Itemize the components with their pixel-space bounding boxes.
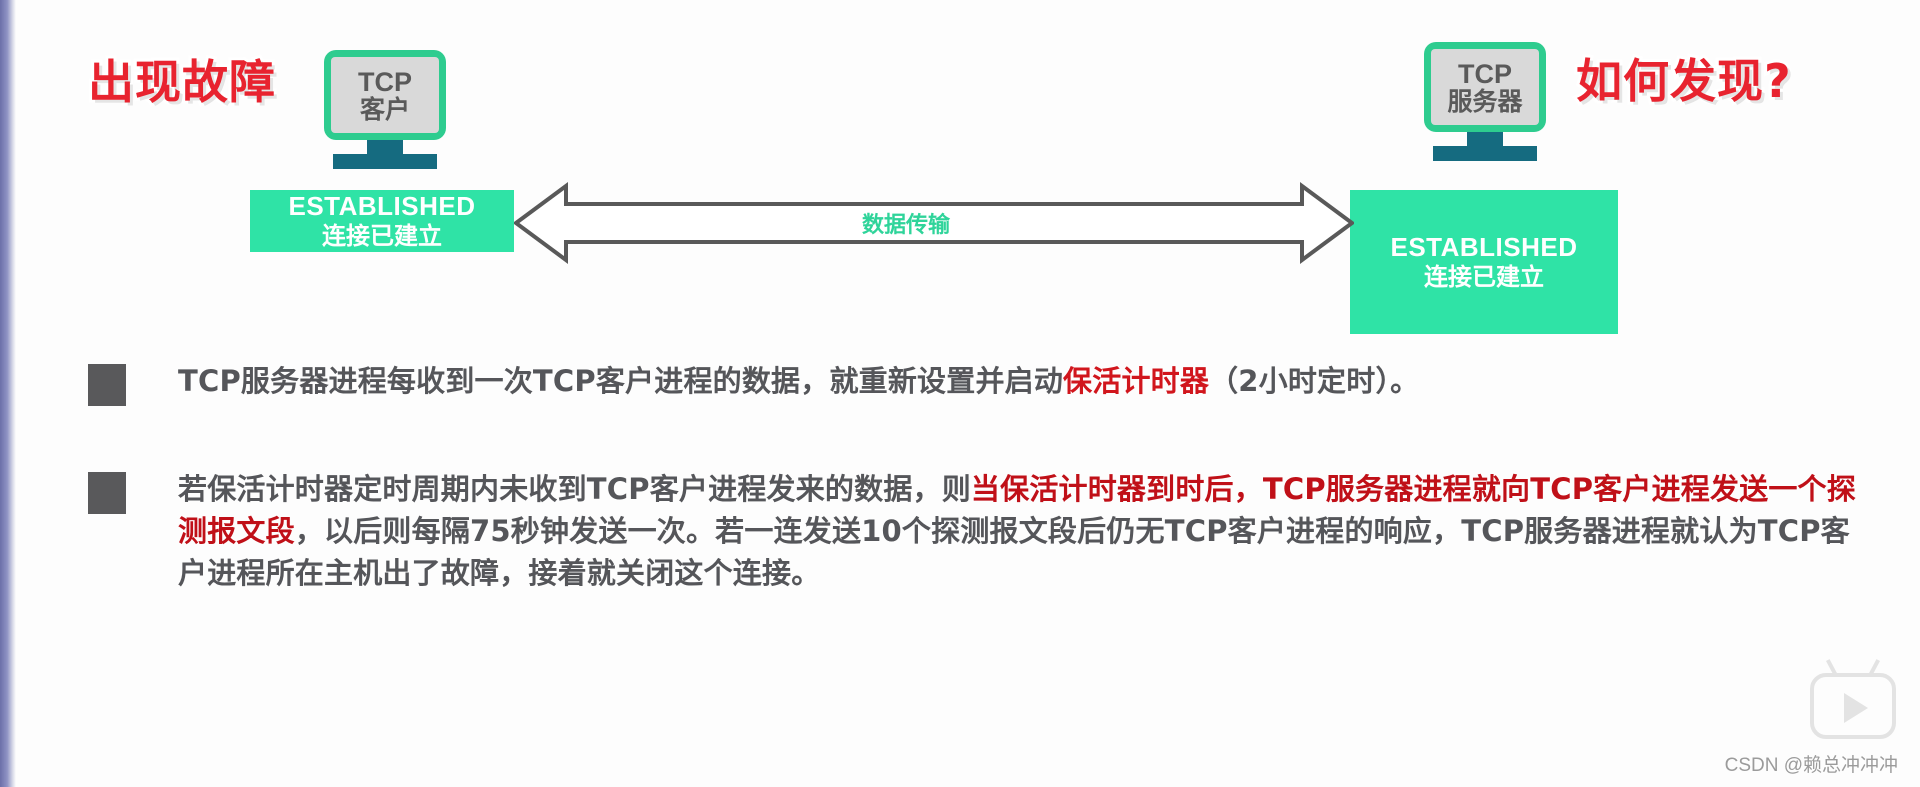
callout-failure-occurred: 出现故障 xyxy=(85,46,278,112)
bullet-list: TCP服务器进程每收到一次TCP客户进程的数据，就重新设置并启动保活计时器（2小… xyxy=(0,360,1920,594)
server-monitor-screen: TCP 服务器 xyxy=(1431,49,1539,125)
client-monitor-icon: TCP 客户 xyxy=(324,50,446,140)
client-label-line2: 客户 xyxy=(359,94,410,124)
data-transfer-arrow-label: 数据传输 xyxy=(860,211,952,240)
csdn-watermark-text: CSDN @赖总冲冲冲 xyxy=(1724,755,1898,776)
logo-antenna-left xyxy=(1826,659,1838,677)
server-state-cn: 连接已建立 xyxy=(1424,263,1544,292)
data-transfer-arrow: 数据传输 xyxy=(512,178,1356,273)
tcp-server-computer-icon: TCP 服务器 xyxy=(1424,42,1546,161)
callout-failure-occurred-label: 出现故障 xyxy=(85,52,278,112)
client-state-box-established: ESTABLISHED 连接已建立 xyxy=(250,190,514,252)
bullet-item-2: 若保活计时器定时周期内未收到TCP客户进程发来的数据，则当保活计时器到时后，TC… xyxy=(0,468,1920,594)
bullet-2-part-2-highlight: 当保活计时器到时后，TCP服务器进程就向TCP客户进程发送一个探测报文段 xyxy=(178,472,1856,549)
server-label-line1: TCP xyxy=(1458,58,1512,89)
bullet-1-part-2-highlight: 保活计时器 xyxy=(1063,364,1210,398)
bullet-marker-square xyxy=(88,472,126,514)
bilibili-tv-logo-icon xyxy=(1810,659,1896,739)
bullet-1-part-1: TCP服务器进程每收到一次TCP客户进程的数据，就重新设置并启动 xyxy=(178,364,1064,398)
callout-how-to-detect: 如何发现? xyxy=(1573,45,1794,111)
client-state-en: ESTABLISHED xyxy=(288,191,476,221)
server-label-line2: 服务器 xyxy=(1447,86,1523,116)
server-monitor-neck xyxy=(1467,132,1503,146)
logo-antenna-right xyxy=(1868,659,1880,677)
bullet-2-text: 若保活计时器定时周期内未收到TCP客户进程发来的数据，则当保活计时器到时后，TC… xyxy=(178,468,1860,594)
server-monitor-base xyxy=(1433,146,1537,161)
server-state-en: ESTABLISHED xyxy=(1390,232,1578,262)
client-monitor-neck xyxy=(367,140,403,154)
left-edge-strip xyxy=(0,0,16,787)
bullet-2-part-1: 若保活计时器定时周期内未收到TCP客户进程发来的数据，则 xyxy=(178,472,971,506)
client-label-line1: TCP xyxy=(358,66,412,97)
server-monitor-icon: TCP 服务器 xyxy=(1424,42,1546,132)
client-monitor-base xyxy=(333,154,437,169)
bullet-item-1: TCP服务器进程每收到一次TCP客户进程的数据，就重新设置并启动保活计时器（2小… xyxy=(0,360,1920,406)
server-state-box-established: ESTABLISHED 连接已建立 xyxy=(1350,190,1618,334)
client-monitor-screen: TCP 客户 xyxy=(331,57,439,133)
callout-how-to-detect-label: 如何发现? xyxy=(1573,51,1794,111)
double-headed-arrow-icon xyxy=(512,182,1356,264)
play-triangle-icon xyxy=(1844,693,1868,723)
bullet-2-part-3: ，以后则每隔75秒钟发送一次。若一连发送10个探测报文段后仍无TCP客户进程的响… xyxy=(178,514,1850,591)
tcp-client-computer-icon: TCP 客户 xyxy=(324,50,446,169)
tcp-keepalive-diagram: 出现故障 如何发现? TCP 客户 TCP 服务器 xyxy=(0,0,1920,350)
bullet-1-part-3: （2小时定时）。 xyxy=(1209,364,1420,398)
bullet-1-text: TCP服务器进程每收到一次TCP客户进程的数据，就重新设置并启动保活计时器（2小… xyxy=(178,360,1419,402)
bullet-marker-square xyxy=(88,364,126,406)
client-state-cn: 连接已建立 xyxy=(322,222,442,251)
